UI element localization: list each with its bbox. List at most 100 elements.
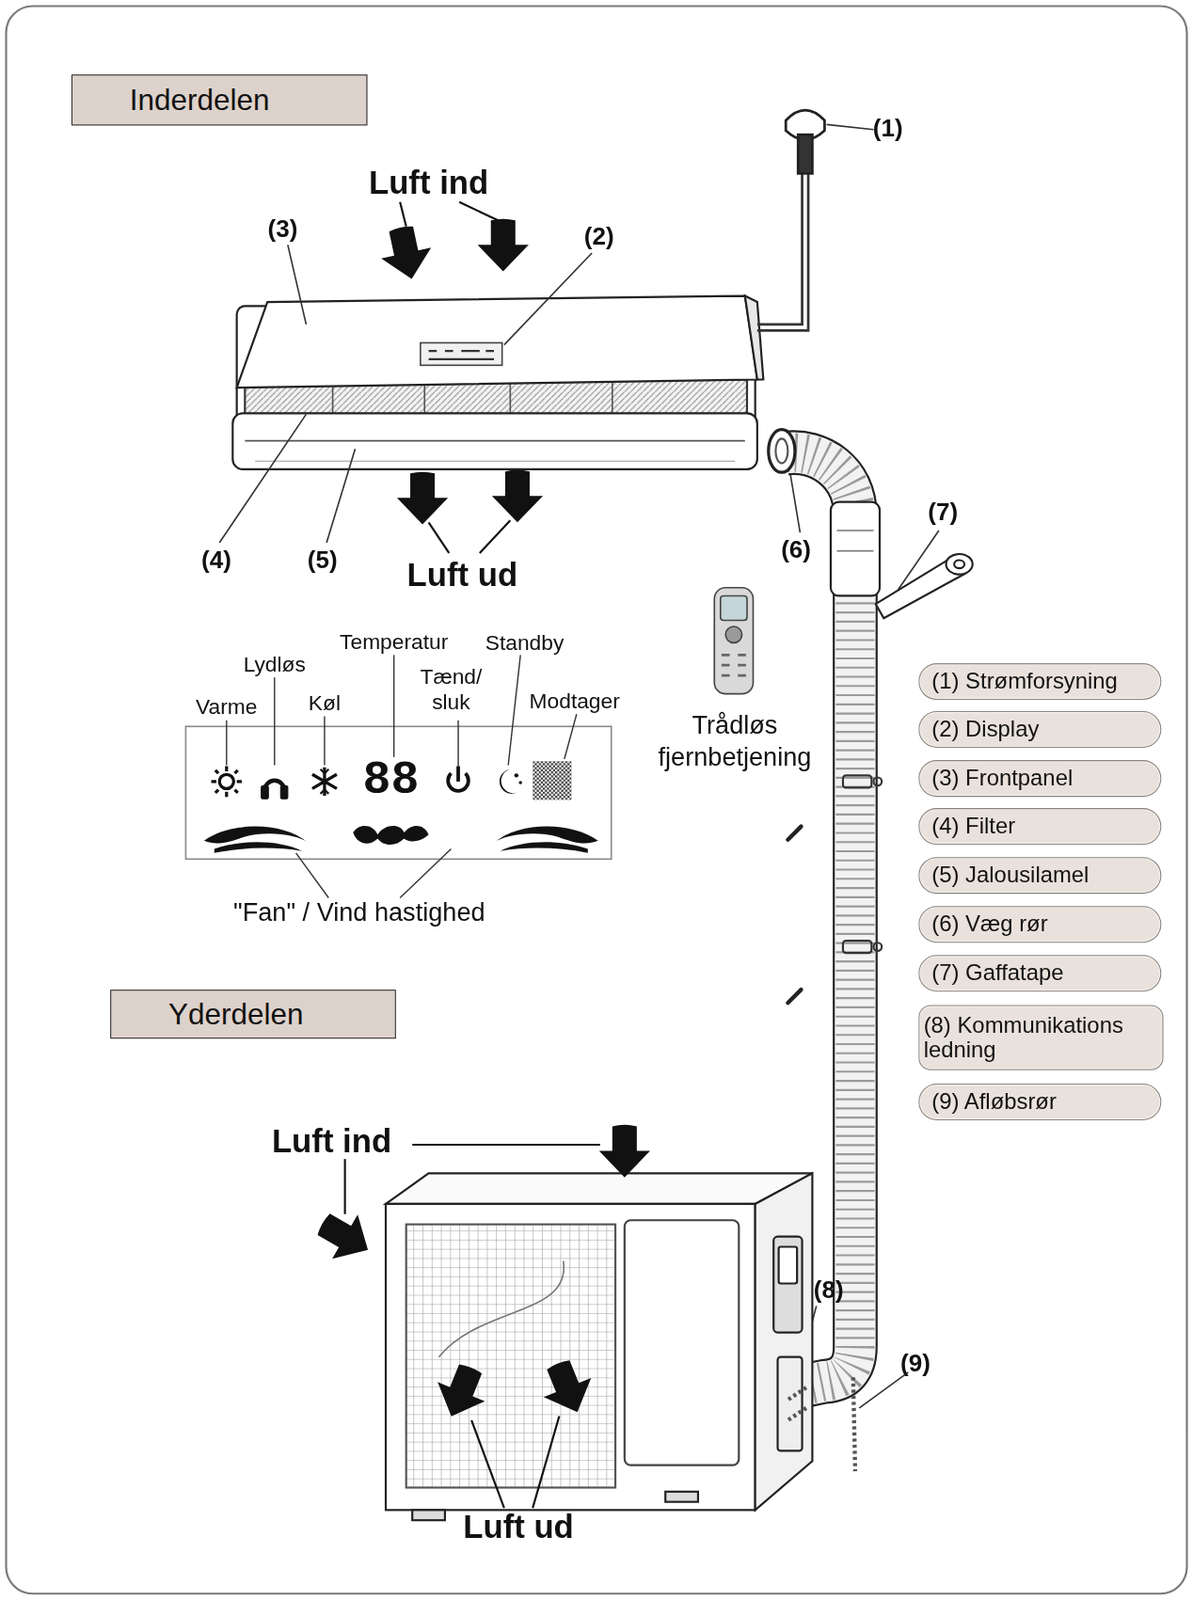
remote-control <box>720 595 748 621</box>
power-supply <box>797 134 812 174</box>
drain-pipe <box>853 1377 856 1472</box>
indoor-unit <box>232 296 764 470</box>
leader-line <box>219 413 306 543</box>
airflow-arrow <box>428 1358 495 1427</box>
heat-icon <box>219 774 234 789</box>
fan-grille <box>406 1224 616 1489</box>
outdoor-unit <box>385 1173 812 1205</box>
airflow-arrow <box>429 522 450 554</box>
legend-item: (7) Gaffatape <box>918 954 1162 992</box>
outdoor-unit <box>624 1220 739 1465</box>
callout-number: (8) <box>803 1275 855 1305</box>
silent-icon <box>261 785 270 799</box>
section-heading: Inderdelen <box>71 74 368 126</box>
legend-item: (8) Kommunikations ledning <box>918 1004 1163 1070</box>
cool-icon <box>312 767 337 796</box>
legend-item: (1) Strømforsyning <box>918 663 1162 700</box>
airflow-arrow <box>599 1125 651 1178</box>
heat-icon <box>211 766 243 798</box>
callout-number: (7) <box>917 497 969 527</box>
display-label: Varme <box>185 694 268 720</box>
node-text: (6) Væg rør <box>931 912 1157 938</box>
fan-speed-label: "Fan" / Vind hastighed <box>195 896 523 928</box>
airflow-arrow <box>412 1144 601 1146</box>
cool-icon <box>320 769 330 795</box>
silent-icon <box>280 785 288 799</box>
display-label: Køl <box>299 689 350 716</box>
leader-line <box>508 654 521 765</box>
callout-number: (6) <box>770 535 822 565</box>
display-label: Tænd/ sluk <box>419 663 483 716</box>
standby-icon <box>518 780 522 784</box>
page-frame <box>6 6 1188 1595</box>
leader-line <box>399 848 451 898</box>
display-label: Modtager <box>518 687 631 714</box>
airflow-arrow <box>345 1145 601 1509</box>
node-text: (5) Jalousilamel <box>931 863 1157 889</box>
outdoor-unit <box>438 1261 564 1358</box>
cool-icon <box>312 767 337 796</box>
wall-pipe <box>830 502 880 597</box>
wall-pipe <box>836 530 874 552</box>
callout-number: (3) <box>256 214 308 244</box>
leader-line <box>226 654 577 898</box>
airflow-arrow <box>534 1353 602 1422</box>
fan-speed-icon <box>204 827 309 844</box>
screw <box>787 827 801 841</box>
indoor-unit <box>244 440 745 443</box>
power-icon <box>456 766 461 782</box>
display-label: Lydløs <box>228 651 321 677</box>
node-text: Inderdelen <box>129 82 271 117</box>
airflow-arrow <box>477 219 529 272</box>
node-text: (1) Strømforsyning <box>931 669 1157 695</box>
pipe-clip <box>873 778 882 787</box>
leader-line <box>564 714 577 760</box>
power-supply <box>757 171 809 331</box>
legend-item: (4) Filter <box>918 808 1162 845</box>
callout-number: (5) <box>297 545 349 575</box>
node-text: Yderdelen <box>168 997 303 1032</box>
wall-pipe <box>775 438 788 463</box>
node-text: (8) Kommunikations ledning <box>923 1013 1159 1063</box>
outdoor-unit <box>665 1492 699 1503</box>
outdoor-unit <box>385 1204 756 1511</box>
fan-speed-icon <box>499 842 588 853</box>
callout-number: (9) <box>890 1349 941 1379</box>
fan-speed-icon <box>387 831 395 839</box>
node-text: (7) Gaffatape <box>931 961 1157 987</box>
airflow-arrow <box>397 472 448 525</box>
node-text: (4) Filter <box>931 814 1157 840</box>
airflow-label: Luft ind <box>244 1121 418 1162</box>
callout-number: (1) <box>862 113 914 144</box>
indoor-unit <box>745 296 764 381</box>
airflow-arrow <box>459 202 498 222</box>
leader-line <box>273 677 275 765</box>
callout-number: (4) <box>190 545 242 575</box>
display-small <box>420 342 503 366</box>
airflow-arrow <box>479 520 511 554</box>
outdoor-unit <box>385 1173 812 1521</box>
screw <box>787 827 801 1004</box>
fan-speed-icon <box>214 842 303 853</box>
outdoor-unit <box>412 1510 446 1521</box>
fan-speed-icon <box>352 826 429 845</box>
airflow-arrow <box>532 1416 559 1510</box>
airflow-arrow <box>492 469 543 523</box>
tape <box>946 554 973 575</box>
remote-label: Trådløs fjernbetjening <box>633 709 838 774</box>
remote-control <box>714 588 753 695</box>
wall-pipe <box>768 429 796 474</box>
fan-speed-icon <box>204 826 599 854</box>
outdoor-unit <box>778 1357 803 1452</box>
leader-line <box>323 715 325 765</box>
leader-line <box>393 654 395 757</box>
leader-line <box>827 124 875 129</box>
display-label: Standby <box>468 629 581 655</box>
airflow-label: Luft ind <box>341 163 515 204</box>
power-supply <box>757 171 803 325</box>
tape <box>875 554 973 619</box>
leader-line <box>790 471 801 533</box>
airflow-arrow <box>471 1420 505 1509</box>
pipe-clip <box>843 940 872 954</box>
